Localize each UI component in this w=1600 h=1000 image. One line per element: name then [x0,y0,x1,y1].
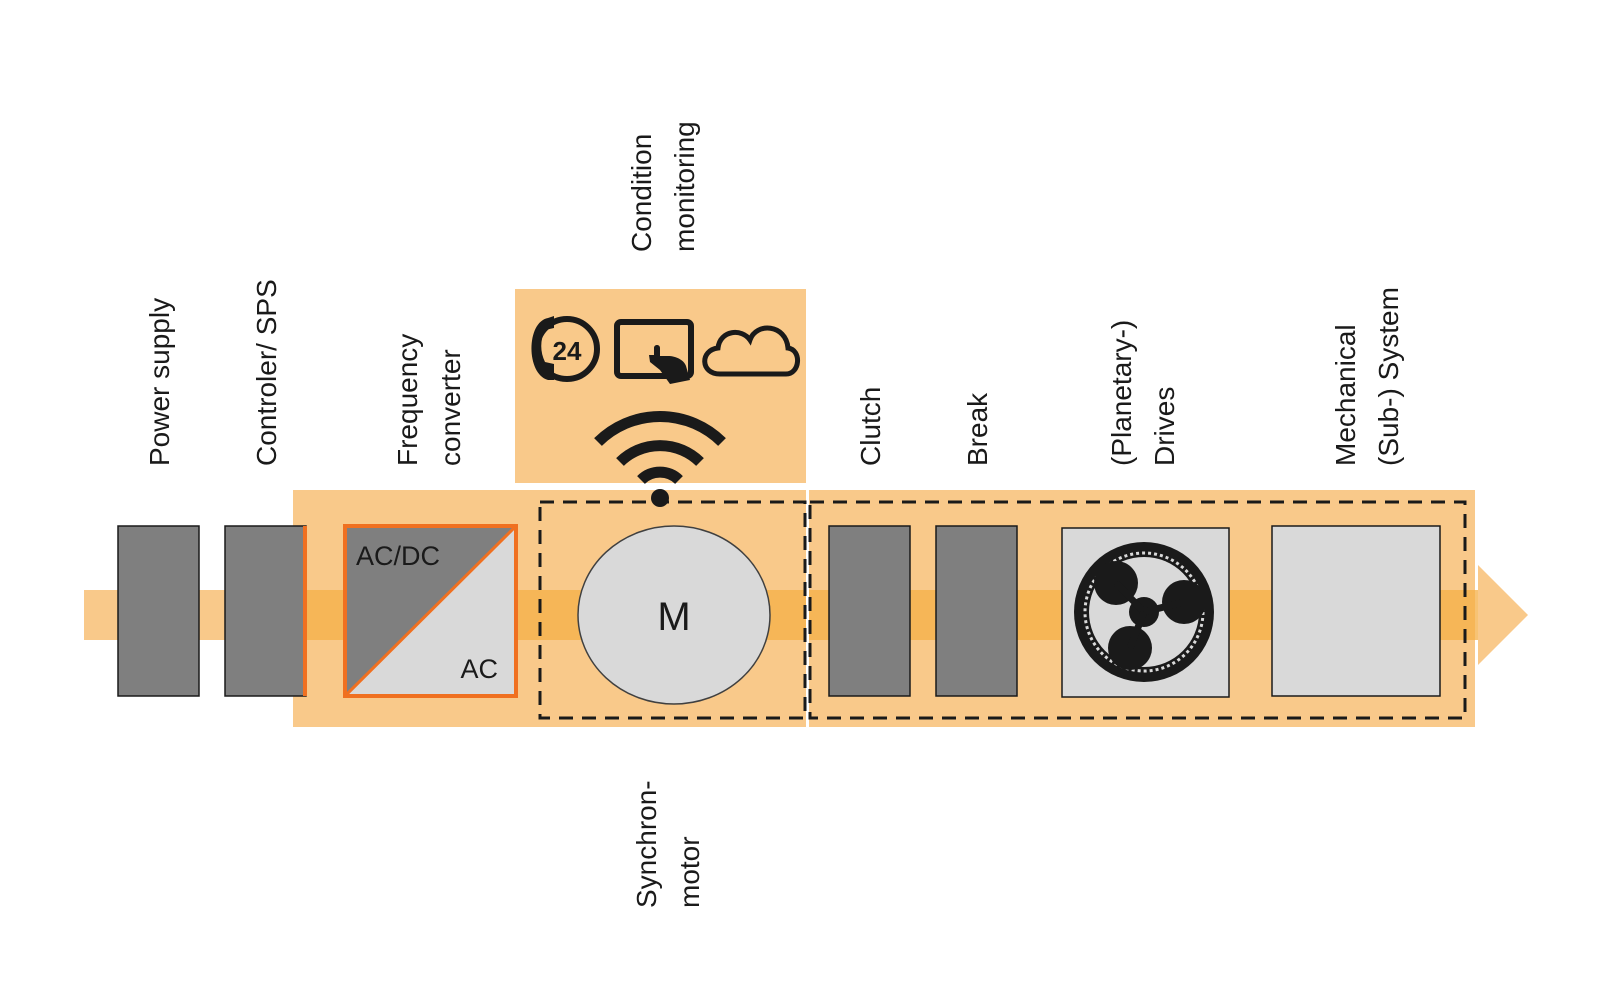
label-planetary-line1: (Planetary-) [1106,320,1137,466]
mechanical-dashed-frame [808,500,1467,720]
label-condition-line2: monitoring [669,121,700,252]
label-mechanical-line2: (Sub-) System [1373,287,1404,466]
label-frequency-line1: Frequency [392,334,423,466]
sensor-dot [651,489,669,507]
label-planetary-line2: Drives [1149,387,1180,466]
hotline-24-text: 24 [553,336,582,366]
converter-top-label: AC/DC [356,541,440,571]
controler-block [224,525,307,697]
motor-label: M [657,595,690,639]
energy-flow-band [84,590,1488,640]
cloud-icon [702,325,800,377]
label-clutch: Clutch [855,387,886,466]
label-power-supply: Power supply [144,298,175,466]
label-synchron-line1: Synchron- [631,780,662,908]
energy-flow-arrowhead [1478,565,1528,665]
break-block [935,525,1018,697]
label-controler: Controler/ SPS [251,279,282,466]
motor-dashed-frame [538,500,807,720]
wifi-signal-icon [594,410,726,485]
converter-bottom-label: AC [460,654,498,684]
label-frequency-line2: converter [435,349,466,466]
label-break: Break [962,392,993,466]
clutch-block [828,525,911,697]
touchscreen-icon [614,319,694,384]
label-synchron-line2: motor [674,836,705,908]
power-supply-block [117,525,200,697]
synchron-motor [577,525,771,705]
label-condition-line1: Condition [626,134,657,252]
mechanical-system-block [1271,525,1441,697]
planetary-gear-icon [1074,542,1214,682]
frequency-converter-block: AC/DC AC [343,524,518,698]
label-mechanical-line1: Mechanical [1330,324,1361,466]
phone-24-icon: 24 [531,316,600,382]
section-separator [806,490,809,727]
